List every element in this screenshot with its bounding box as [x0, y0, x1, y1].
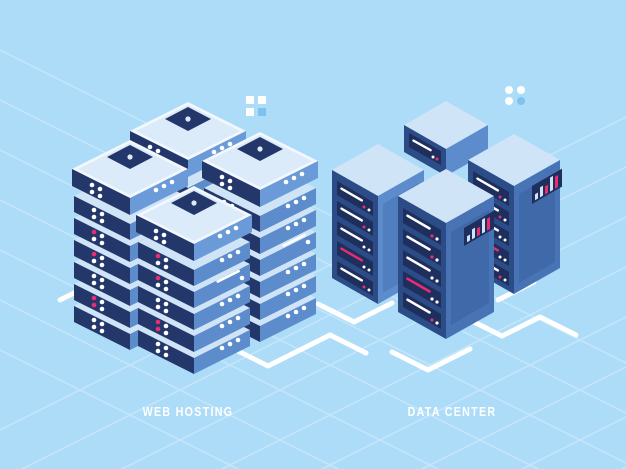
label-data-center: DATA CENTER	[407, 404, 497, 419]
rack-back	[404, 101, 488, 176]
server-node-top	[72, 140, 188, 215]
circle-dots-cluster	[505, 86, 525, 105]
rack-slots	[337, 181, 373, 296]
label-web-hosting: WEB HOSTING	[142, 404, 234, 419]
web-hosting-stacks	[72, 102, 318, 374]
data-center-racks	[332, 101, 562, 339]
iso-grid	[0, 49, 626, 469]
square-dots-cluster	[246, 96, 266, 116]
rack-slots	[403, 208, 441, 329]
server-node-top	[202, 132, 318, 207]
server-node-top	[136, 186, 252, 261]
stack-front	[136, 186, 252, 374]
rack-front	[398, 169, 494, 339]
